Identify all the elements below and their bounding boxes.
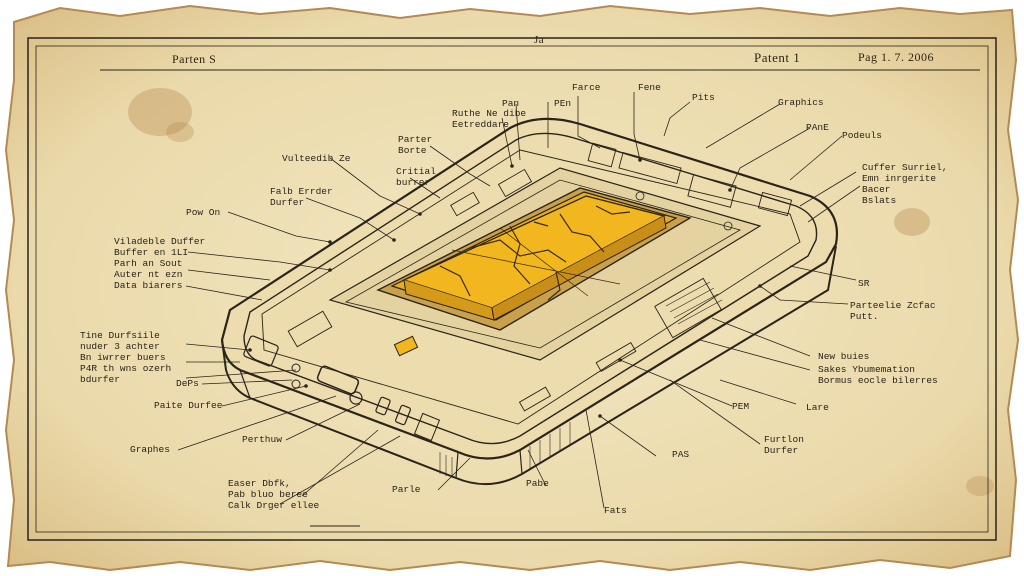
label-portable: Parteelie Zcfac Putt.: [850, 300, 936, 322]
component: [587, 142, 617, 168]
component: [595, 342, 637, 372]
component: [497, 168, 533, 198]
component: [687, 174, 737, 208]
header-left-title: Parten S: [172, 52, 217, 66]
component: [618, 151, 682, 185]
inner-border: [35, 45, 989, 533]
label-parter: Parter Borte: [398, 134, 433, 156]
phone-drawing: [220, 117, 838, 486]
label-podeuls: Podeuls: [842, 130, 882, 141]
phone-inner-frame: [243, 132, 818, 445]
header-patent-label: Patent 1: [754, 50, 801, 65]
grille: [413, 412, 441, 442]
label-fene: Fene: [638, 82, 661, 93]
label-full-buffer: Falb Errder Durfer: [270, 186, 333, 208]
mic: [291, 363, 301, 373]
chip-cracks: [439, 205, 631, 301]
component-stripes: [665, 281, 723, 325]
label-volatile-buffer-block: Viladeble Duffer Buffer en 1LI Parh an S…: [114, 236, 206, 291]
label-fats: Fats: [604, 505, 627, 516]
label-ruthe: Ruthe Ne dibe Eetreddare: [452, 108, 527, 130]
label-parle: Parle: [392, 484, 421, 495]
label-time-buffer-block: Tine Durfsiile nuder 3 achter Bn iwrrer …: [80, 330, 172, 385]
usb-port: [316, 365, 360, 395]
component: [287, 310, 333, 348]
label-furtlon: Furtlon Durfer: [764, 434, 804, 456]
stain: [966, 476, 994, 496]
label-perthuw: Perthuw: [242, 434, 282, 445]
label-sakes-block: Sakes Ybumemation Bormus eocle bilerres: [818, 364, 938, 386]
button-b: [394, 404, 412, 426]
button-a: [375, 396, 391, 416]
label-volatile: Vulteedib Ze: [282, 153, 351, 164]
port-left: [243, 335, 279, 367]
header-center-mark: Ja: [534, 34, 545, 46]
component: [450, 191, 480, 217]
stain: [166, 122, 194, 142]
label-graphes: Graphes: [130, 444, 170, 455]
jack: [349, 391, 363, 405]
component: [757, 191, 793, 217]
label-pas: PAS: [672, 449, 690, 460]
label-lare: Lare: [806, 402, 829, 413]
component: [518, 386, 552, 412]
label-pane: PAnE: [806, 122, 829, 133]
leader-dots: [248, 158, 762, 418]
side-ridges: [439, 422, 571, 478]
label-pabe: Pabe: [526, 478, 549, 489]
label-sr: SR: [858, 278, 870, 289]
label-pan: Pan: [502, 98, 520, 109]
header-page-date: Pag 1. 7. 2006: [858, 50, 934, 64]
stain: [128, 88, 192, 136]
phone-side: [221, 245, 837, 486]
label-pow-on: Pow On: [186, 207, 221, 218]
label-farce: Farce: [572, 82, 601, 93]
label-critical: Critial burrer: [396, 166, 436, 188]
label-deps: DePs: [176, 378, 199, 389]
label-new-bules: New buies: [818, 351, 870, 362]
component: [654, 277, 722, 339]
label-pits: Pits: [692, 92, 715, 103]
label-paite-buffer: Paite Durfee: [154, 400, 223, 411]
stain: [894, 208, 930, 236]
small-gold-chip: [393, 335, 419, 357]
label-pen: PEn: [554, 98, 572, 109]
label-graphics: Graphics: [778, 97, 824, 108]
outer-border: [27, 37, 997, 541]
label-pem: PEM: [732, 401, 750, 412]
label-cuffer-block: Cuffer Surriel, Emn inrgerite Bacer Bsla…: [862, 162, 948, 206]
label-easer-block: Easer Dbfk, Pab bluo beree Calk Drger el…: [228, 478, 320, 511]
leader-lines: [177, 92, 861, 509]
